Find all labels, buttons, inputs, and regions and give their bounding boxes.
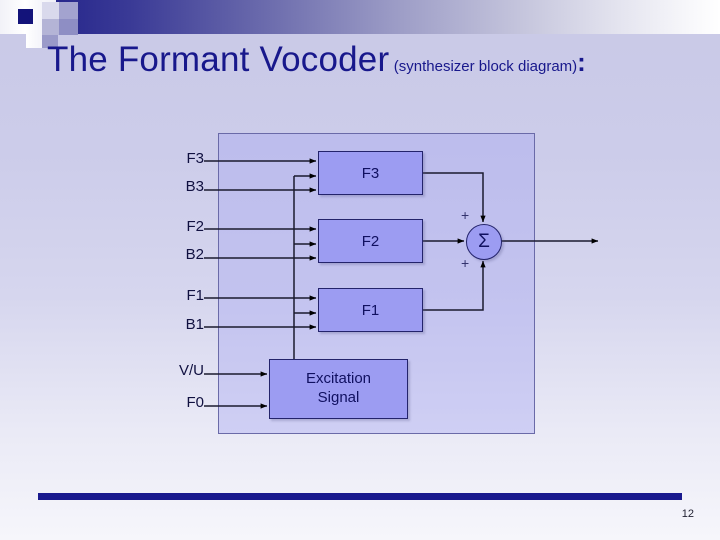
block-f1[interactable]: F1 bbox=[318, 288, 423, 332]
input-label-b3: B3 bbox=[185, 178, 204, 195]
footer-accent-bar bbox=[38, 493, 682, 500]
banner-square-mid-top bbox=[59, 2, 78, 19]
page-title-main: The Formant Vocoder bbox=[47, 40, 390, 79]
page-title-subtitle: (synthesizer block diagram) bbox=[393, 58, 578, 75]
block-f3[interactable]: F3 bbox=[318, 151, 423, 195]
input-label-f1: F1 bbox=[186, 287, 204, 304]
banner-square-pale-top bbox=[42, 2, 59, 19]
block-excitation-signal[interactable]: Excitation Signal bbox=[269, 359, 408, 419]
input-label-f0: F0 bbox=[186, 394, 204, 411]
block-f3-label: F3 bbox=[361, 164, 380, 182]
summing-junction-plus-top: + bbox=[461, 207, 470, 223]
summing-junction[interactable]: Σ bbox=[466, 224, 502, 260]
banner-square-pale-bottom bbox=[42, 19, 59, 35]
sigma-symbol: Σ bbox=[478, 231, 490, 252]
block-excitation-label-line2: Signal bbox=[317, 389, 360, 406]
banner-square-mid-bottom bbox=[59, 19, 78, 35]
banner-square-dark bbox=[18, 9, 33, 24]
block-f2-label: F2 bbox=[361, 232, 380, 250]
block-f1-label: F1 bbox=[361, 301, 380, 319]
block-excitation-label-line1: Excitation bbox=[305, 370, 372, 388]
input-label-vu: V/U bbox=[178, 362, 204, 379]
page-number: 12 bbox=[681, 508, 694, 520]
page-title: The Formant Vocoder (synthesizer block d… bbox=[47, 40, 697, 80]
input-label-f2: F2 bbox=[186, 218, 204, 235]
input-label-b1: B1 bbox=[185, 316, 204, 333]
block-f2[interactable]: F2 bbox=[318, 219, 423, 263]
page-title-colon: : bbox=[577, 47, 586, 77]
banner-square-low bbox=[42, 35, 58, 48]
input-label-f3: F3 bbox=[186, 150, 204, 167]
summing-junction-plus-bottom: + bbox=[461, 255, 470, 271]
header-banner bbox=[0, 0, 720, 34]
input-label-b2: B2 bbox=[185, 246, 204, 263]
